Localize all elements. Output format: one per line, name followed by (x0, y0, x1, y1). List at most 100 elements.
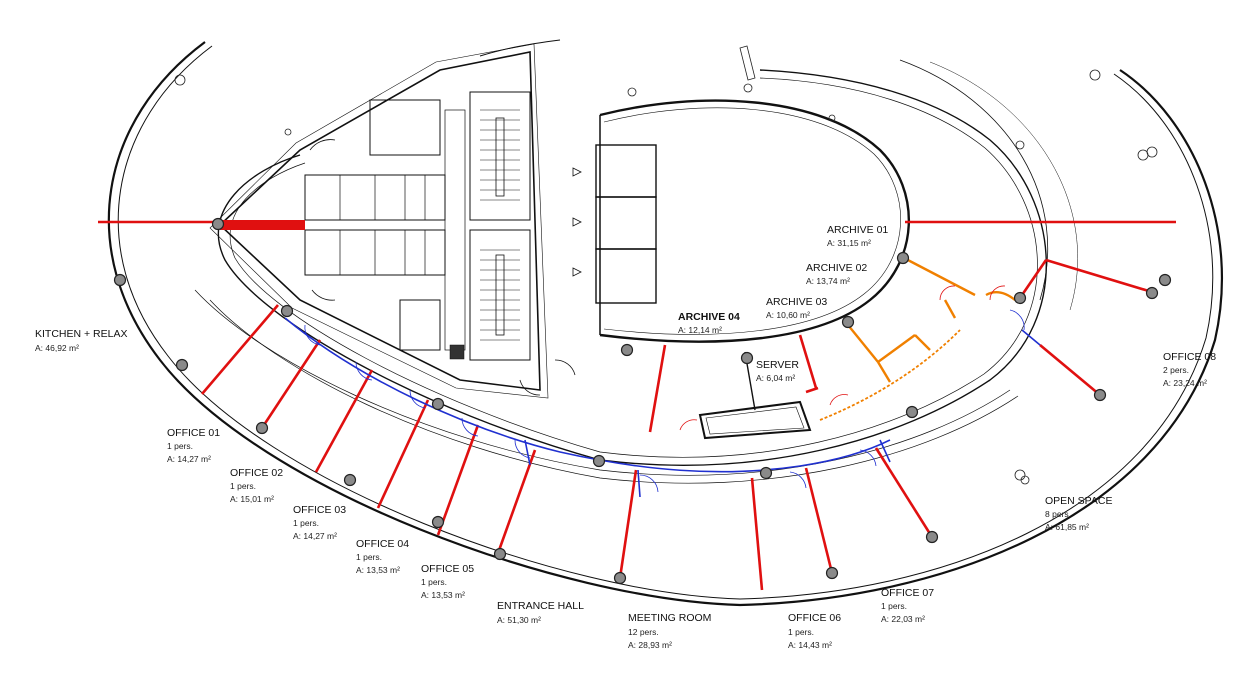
archive-02-03-b (877, 334, 916, 363)
column (759, 466, 773, 480)
glazing-08 (1021, 329, 1041, 346)
corridor-line-4 (209, 299, 1019, 484)
doors (304, 139, 1025, 493)
room-persons: 1 pers. (230, 481, 256, 491)
shaft-1 (399, 299, 441, 351)
building-core (209, 43, 657, 399)
corridor-arc-right-2 (929, 61, 1078, 311)
column (211, 217, 225, 231)
label-meeting-room: MEETING ROOM 12 pers. A: 28,93 m² (628, 612, 711, 650)
label-office-01: OFFICE 01 1 pers. A: 14,27 m² (167, 427, 220, 464)
column (175, 358, 189, 372)
column (592, 454, 606, 468)
column (925, 530, 939, 544)
room-persons: 12 pers. (628, 627, 659, 637)
column (255, 421, 269, 435)
room-name: ARCHIVE 02 (806, 262, 867, 274)
partition-office02-03 (314, 369, 374, 473)
archive-corridor-hatch (819, 329, 961, 421)
label-archive-01: ARCHIVE 01 A: 31,15 m² (827, 224, 888, 248)
room-name: OPEN SPACE (1045, 495, 1113, 507)
fixture-circle (1137, 149, 1149, 161)
column (431, 515, 445, 529)
archive-01-02 (903, 256, 976, 297)
door-office03 (409, 389, 426, 409)
partition-office08-b (1045, 258, 1153, 294)
fixture-circle (627, 87, 637, 97)
label-office-04: OFFICE 04 1 pers. A: 13,53 m² (356, 538, 409, 575)
partition-07-open (874, 447, 934, 538)
room-persons: 1 pers. (167, 441, 193, 451)
corridor-arc-right (899, 59, 1049, 301)
room-name: OFFICE 08 (1163, 351, 1216, 363)
room-area: A: 14,27 m² (293, 531, 337, 541)
ring-line-1 (217, 69, 1047, 466)
glazing-door-b (637, 469, 641, 498)
column (1013, 291, 1027, 305)
label-kitchen: KITCHEN + RELAX A: 46,92 m² (35, 328, 128, 353)
door-archive01 (989, 285, 1006, 301)
room-area: A: 15,01 m² (230, 494, 274, 504)
glazing-door-c (879, 439, 891, 463)
room-labels: KITCHEN + RELAX A: 46,92 m² OFFICE 01 1 … (35, 224, 1216, 650)
column (343, 473, 357, 487)
stair-2 (469, 229, 531, 361)
label-server: SERVER A: 6,04 m² (756, 359, 799, 383)
door-core-4 (554, 359, 576, 376)
room-area: A: 51,30 m² (497, 615, 541, 625)
archive-link (985, 291, 1016, 301)
partition-hall-meeting (618, 469, 638, 579)
room-name: ENTRANCE HALL (497, 600, 584, 612)
partition-office01-02 (260, 339, 322, 429)
lift-3 (595, 248, 657, 304)
room-name: ARCHIVE 03 (766, 296, 827, 308)
label-office-06: OFFICE 06 1 pers. A: 14,43 m² (788, 612, 841, 650)
room-persons: 8 pers. (1045, 509, 1071, 519)
partition-archive04-a (648, 344, 667, 433)
door-archive02 (939, 285, 956, 301)
archive-02-03-a (847, 324, 879, 363)
fixture-circle (743, 83, 753, 93)
label-archive-04: ARCHIVE 04 A: 12,14 m² (678, 311, 740, 335)
door-office06 (789, 471, 807, 489)
lift-2 (595, 196, 657, 250)
door-archive04 (679, 419, 698, 431)
partition-server-a (798, 334, 818, 389)
fixture-circle (1020, 475, 1030, 485)
facade-outer-line (107, 41, 1223, 607)
glazing (284, 317, 1041, 498)
column (280, 304, 294, 318)
room-name: ARCHIVE 04 (678, 311, 740, 323)
room-area: A: 31,15 m² (827, 238, 871, 248)
glazing-corridor (284, 317, 891, 473)
archive-ellipse (599, 99, 910, 343)
column (740, 351, 754, 365)
glazing-door-a (524, 439, 531, 466)
room-name: OFFICE 05 (421, 563, 474, 575)
lift-arrows (572, 167, 582, 277)
door-office05 (514, 439, 531, 459)
stair-rail-2 (495, 254, 505, 336)
shaft-2 (369, 99, 441, 156)
label-office-03: OFFICE 03 1 pers. A: 14,27 m² (293, 504, 346, 541)
label-office-08: OFFICE 08 2 pers. A: 23,24 m² (1163, 351, 1216, 388)
stair-treads-1 (480, 109, 520, 201)
room-name: OFFICE 04 (356, 538, 409, 550)
server-wall-inner (705, 406, 805, 435)
room-area: A: 14,43 m² (788, 640, 832, 650)
room-name: SERVER (756, 359, 799, 371)
fixture-note (739, 45, 756, 81)
fixture-circle (1014, 469, 1026, 481)
partition-core-wall (220, 220, 305, 230)
room-name: KITCHEN + RELAX (35, 328, 128, 340)
partition-06-07 (804, 467, 834, 574)
label-office-02: OFFICE 02 1 pers. A: 15,01 m² (230, 467, 283, 504)
label-office-07: OFFICE 07 1 pers. A: 22,03 m² (881, 587, 934, 624)
outer-ring-top (479, 39, 561, 57)
partition-office08-c (1039, 344, 1101, 396)
archive-partitions (819, 256, 1016, 421)
fixture-circle (284, 128, 292, 136)
stair-1 (469, 91, 531, 221)
room-name: ARCHIVE 01 (827, 224, 888, 236)
label-office-05: OFFICE 05 1 pers. A: 13,53 m² (421, 563, 474, 600)
